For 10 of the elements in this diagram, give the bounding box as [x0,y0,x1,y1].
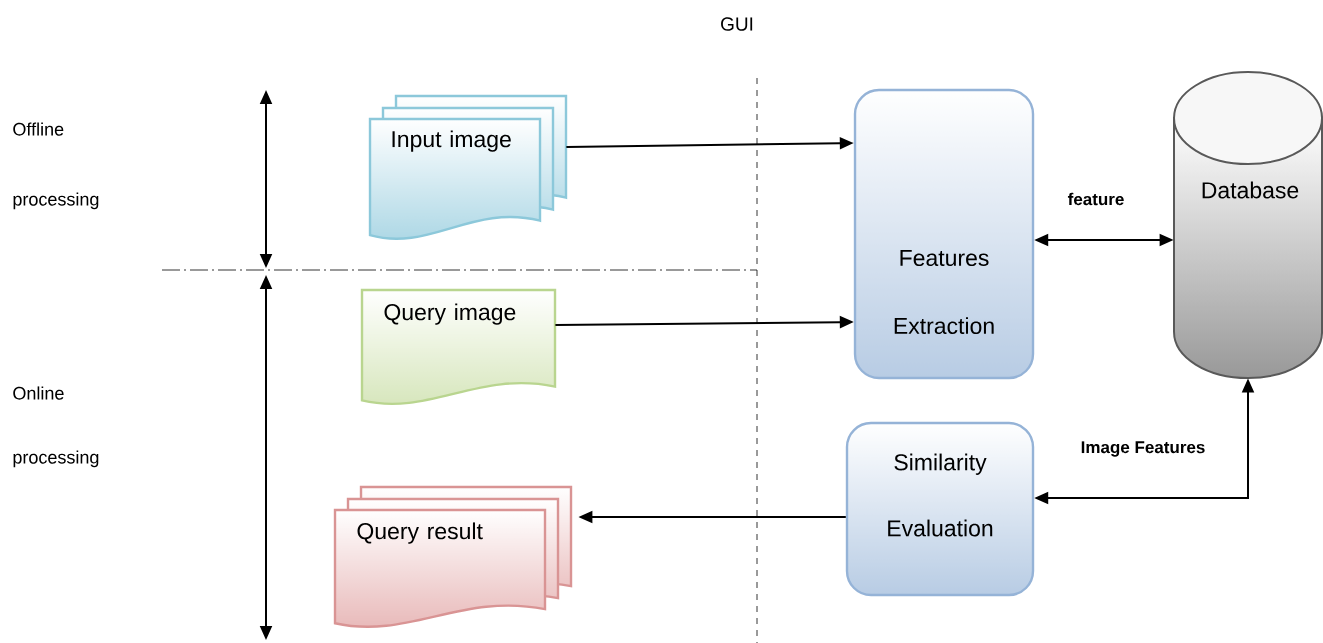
document-stack: Input image [368,94,568,240]
section-label: Offline processing [13,122,99,210]
edge-label: Image Features [1081,441,1205,457]
process-box: Features Extraction [853,88,1035,380]
database-cylinder: Database [1173,71,1323,379]
title: GUI [721,17,753,31]
section-label: Online processing [13,386,99,468]
process-box: Similarity Evaluation [845,421,1035,597]
edge-label: feature [1067,192,1124,206]
document-stack: Query result [333,485,573,629]
